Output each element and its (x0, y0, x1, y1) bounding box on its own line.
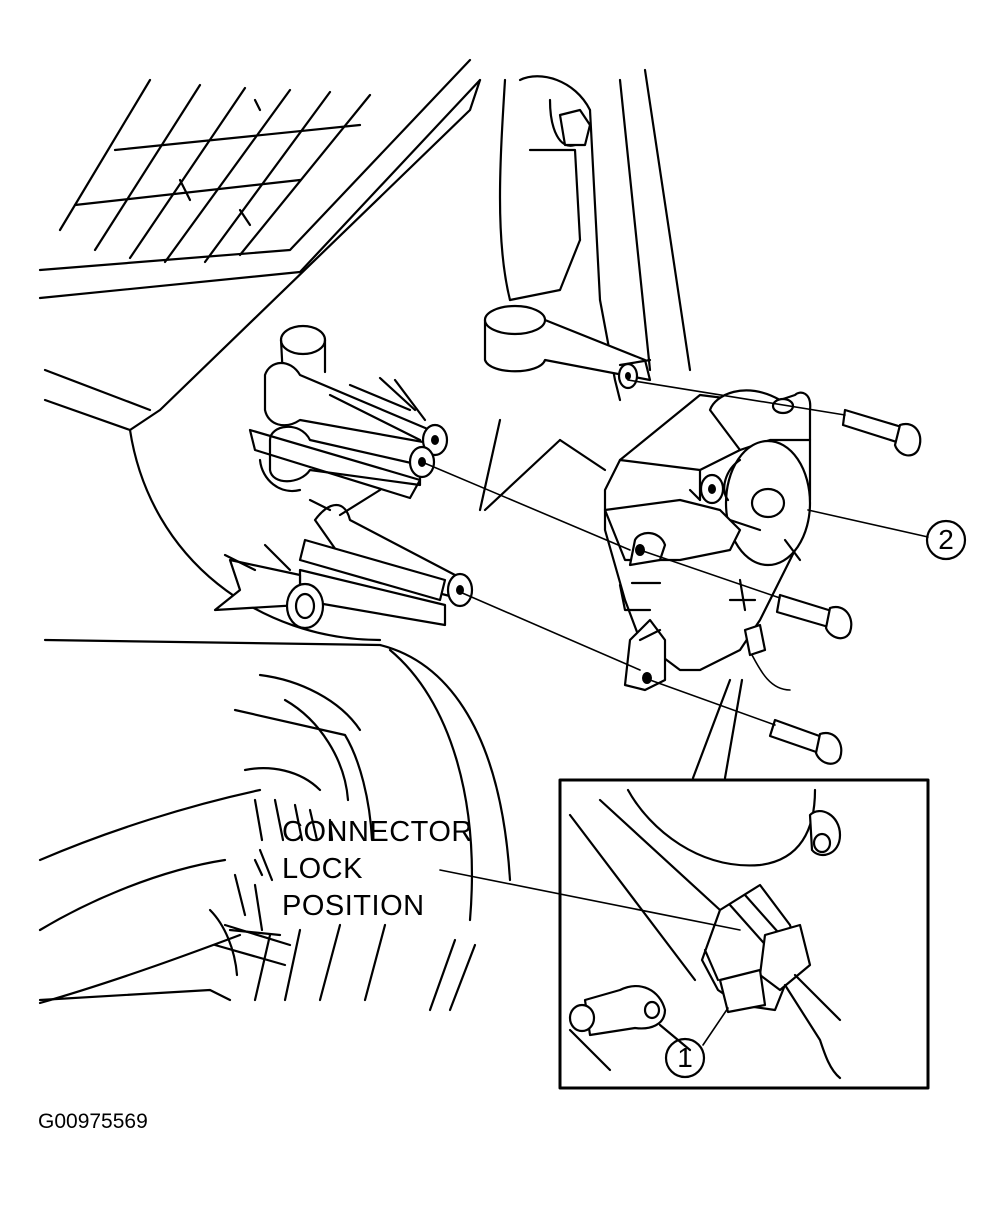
item-2-marker: 2 (938, 524, 954, 555)
lower-ducts (38, 673, 387, 1005)
callout-line-2: LOCK (282, 853, 363, 885)
dash-vent-grille (38, 58, 482, 300)
damper-linkage (213, 324, 474, 630)
callout-line-1: CONNECTOR (282, 816, 473, 848)
screw-top (841, 408, 922, 457)
connector-lock-callout: CONNECTOR LOCK POSITION (282, 814, 473, 925)
heater-case-outline (43, 78, 512, 1012)
actuator-motor (603, 389, 812, 692)
upper-shaft-post (483, 304, 652, 390)
item-2-marker-circle (925, 519, 967, 561)
item-1-marker: 1 (677, 1042, 693, 1073)
alignment-lines (421, 379, 929, 780)
item-1-marker-circle (664, 1037, 706, 1079)
inset-detail (439, 778, 930, 1090)
callout-leader-tick (253, 858, 264, 877)
screw-bottom (768, 718, 843, 765)
callout-line-3: POSITION (282, 890, 425, 922)
mounting-bracket (478, 68, 692, 512)
screw-middle (775, 593, 853, 640)
figure-id: G00975569 (38, 1110, 148, 1133)
